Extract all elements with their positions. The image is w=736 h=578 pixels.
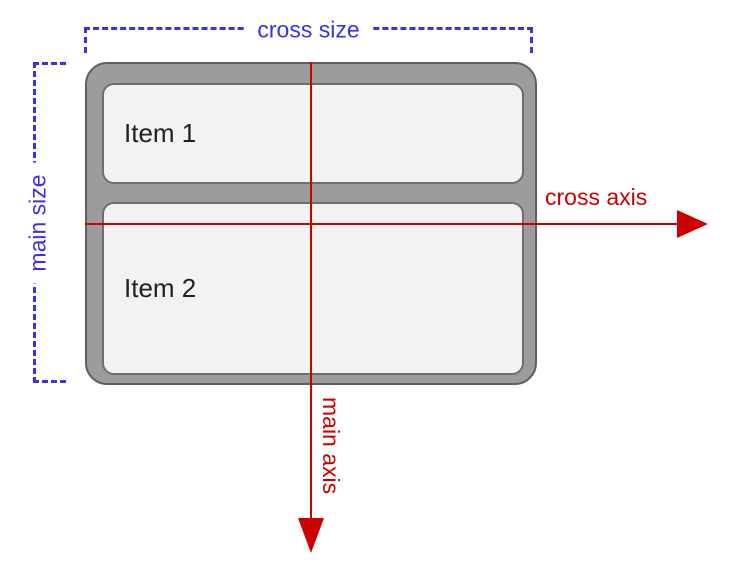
main-size-label: main size	[22, 161, 54, 284]
flex-item-2-label: Item 2	[124, 273, 197, 303]
main-axis-label: main axis	[318, 397, 344, 495]
flex-item-1-label: Item 1	[124, 118, 197, 148]
cross-axis-line	[85, 223, 679, 225]
flex-item-2: Item 2	[102, 202, 524, 375]
flex-item-1: Item 1	[102, 83, 524, 184]
cross-size-bracket: cross size	[84, 15, 533, 53]
cross-axis-arrowhead-icon	[677, 210, 708, 238]
main-axis-line	[310, 62, 312, 519]
main-axis-arrowhead-icon	[298, 518, 324, 553]
cross-size-label: cross size	[244, 15, 373, 45]
main-size-bracket: main size	[22, 62, 66, 383]
cross-axis-label: cross axis	[545, 184, 648, 210]
